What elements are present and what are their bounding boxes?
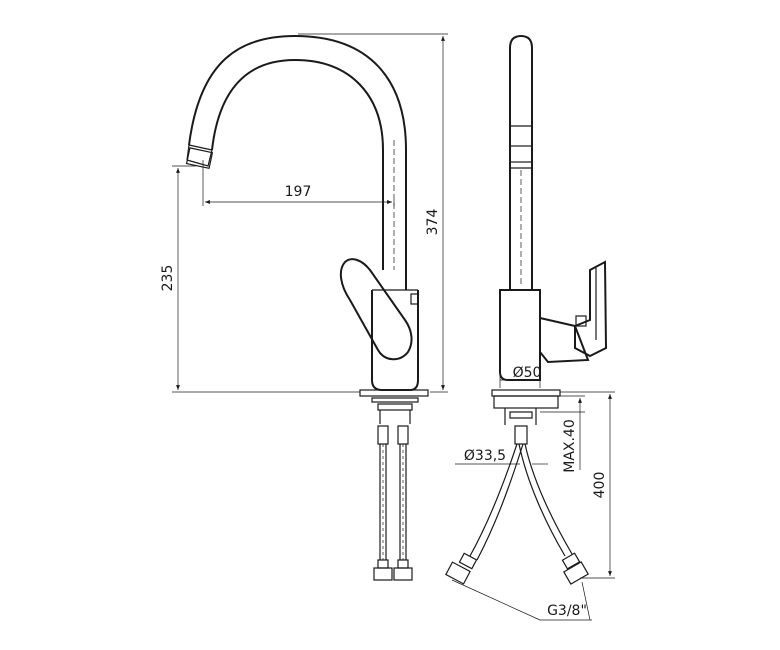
dim-label-235: 235 — [160, 265, 176, 292]
front-hoses — [373, 444, 413, 581]
dim-max-thickness: MAX.40 — [540, 395, 585, 473]
dim-label-o50: Ø50 — [513, 365, 542, 381]
dim-label-g3-8: G3/8" — [547, 603, 587, 619]
side-hoses — [445, 443, 589, 585]
dim-thread: G3/8" — [451, 579, 592, 621]
dim-label-max40: MAX.40 — [562, 419, 578, 473]
front-spout — [185, 34, 407, 290]
dim-total-height: 374 — [298, 33, 448, 393]
dim-base-diameter: Ø50 — [499, 365, 542, 388]
side-base-plate — [491, 389, 561, 397]
front-view: 197 374 235 — [160, 33, 448, 581]
dim-label-374: 374 — [425, 209, 441, 236]
dim-hose-length: 400 — [560, 391, 615, 579]
side-mounting — [493, 395, 559, 445]
side-view: Ø50 Ø33,5 MAX.40 400 G3/8" — [445, 34, 615, 621]
dim-hole-diameter: Ø33,5 — [455, 448, 548, 465]
dim-label-197: 197 — [285, 184, 312, 200]
dim-label-o33-5: Ø33,5 — [464, 448, 506, 464]
front-mounting — [371, 397, 419, 445]
side-spout — [509, 34, 533, 290]
front-base-plate — [359, 389, 429, 397]
dim-spout-height: 235 — [160, 165, 360, 393]
dim-spout-reach: 197 — [202, 160, 395, 206]
front-lever — [339, 258, 413, 361]
dim-label-400: 400 — [592, 472, 608, 499]
side-lever — [574, 260, 608, 358]
